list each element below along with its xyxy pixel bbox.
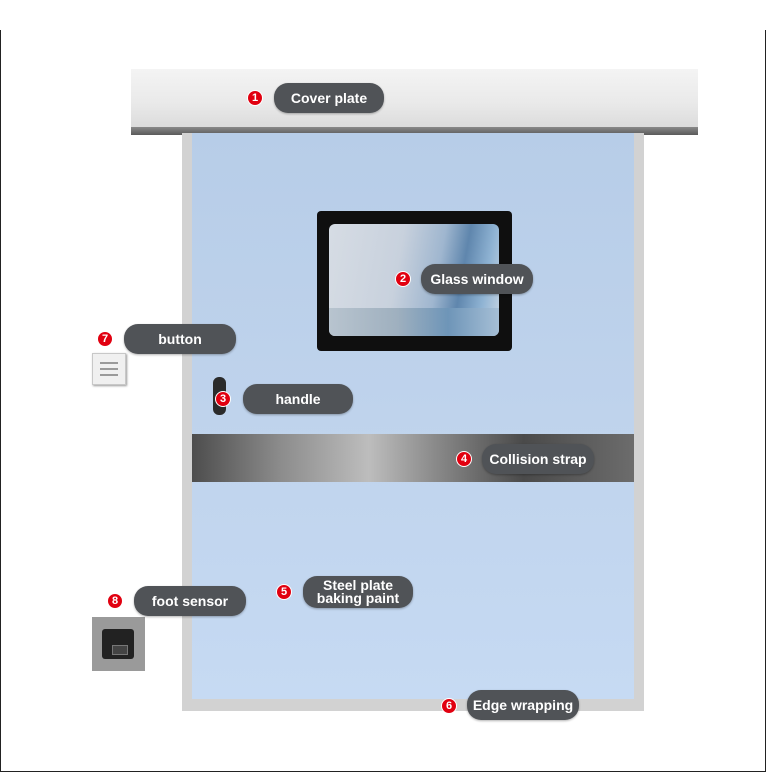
label-button: button <box>124 324 236 354</box>
exit-button-device <box>92 353 126 385</box>
diagram-frame <box>0 30 766 772</box>
window-glass <box>329 224 499 336</box>
window-reflection <box>329 308 499 336</box>
foot-sensor-device <box>92 617 145 671</box>
label-handle: handle <box>243 384 353 414</box>
marker-8: 8 <box>107 593 123 609</box>
marker-6: 6 <box>441 698 457 714</box>
foot-sensor-led <box>112 645 128 655</box>
label-glass-window: Glass window <box>421 264 533 294</box>
marker-7: 7 <box>97 331 113 347</box>
cover-plate <box>131 69 698 127</box>
label-cover-plate: Cover plate <box>274 83 384 113</box>
marker-2: 2 <box>395 271 411 287</box>
cover-plate-shadow <box>131 127 698 135</box>
label-edge-wrapping: Edge wrapping <box>467 690 579 720</box>
marker-5: 5 <box>276 584 292 600</box>
marker-3: 3 <box>215 391 231 407</box>
label-collision-strap: Collision strap <box>482 444 594 474</box>
label-foot-sensor: foot sensor <box>134 586 246 616</box>
label-steel-plate-baking-paint: Steel plate baking paint <box>303 576 413 608</box>
marker-1: 1 <box>247 90 263 106</box>
marker-4: 4 <box>456 451 472 467</box>
